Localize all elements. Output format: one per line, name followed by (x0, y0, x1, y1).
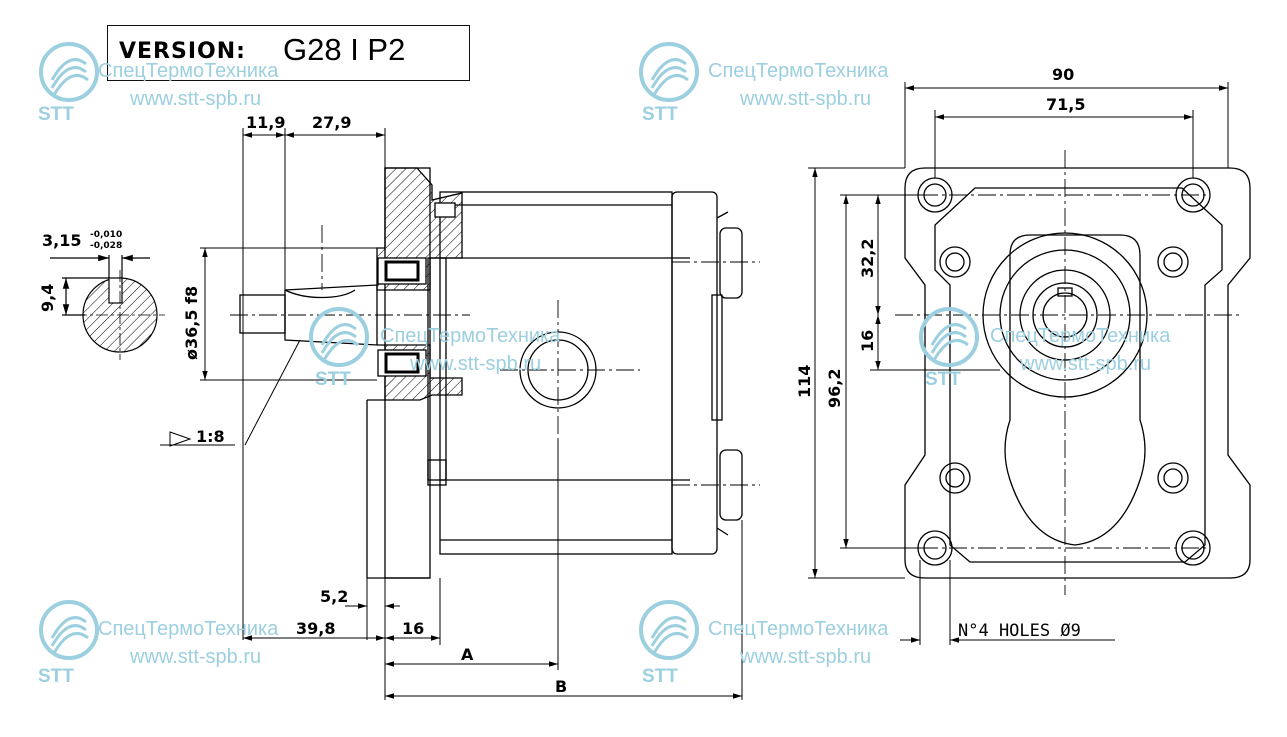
side-dimensions (160, 128, 743, 700)
watermark-url: www.stt-spb.ru (130, 88, 262, 110)
watermark-company: СпецТермоТехника (98, 618, 279, 640)
watermark-logo-icon (39, 600, 99, 660)
rear-cover (671, 191, 718, 555)
watermark-brand: STT (642, 104, 678, 125)
version-value: G28 I P2 (283, 32, 406, 67)
dim-height-overall: 114 (795, 365, 814, 398)
dim-offset-2: 16 (402, 619, 424, 638)
watermark-company: СпецТермоТехника (708, 618, 889, 640)
dim-width-holes: 71,5 (1046, 95, 1085, 114)
holes-note: N°4 HOLES Ø9 (958, 621, 1081, 641)
watermark-url: www.stt-spb.ru (740, 646, 872, 668)
watermark-url: www.stt-spb.ru (410, 353, 542, 375)
watermark-logo-icon (919, 307, 979, 367)
dim-flange-thickness: 5,2 (320, 587, 348, 606)
watermark-brand: STT (38, 104, 74, 125)
version-box: VERSION: G28 I P2 (107, 25, 470, 81)
dim-port-offset: 32,2 (858, 239, 877, 278)
dim-width-overall: 90 (1052, 65, 1074, 84)
dim-height-holes: 96,2 (825, 369, 844, 408)
dim-pilot-diameter: ø36,5 f8 (182, 286, 201, 360)
shaft (239, 294, 286, 334)
watermark-url: www.stt-spb.ru (130, 646, 262, 668)
dim-key-tol-upper: -0,010 (90, 230, 122, 240)
watermark-company: СпецТермоТехника (708, 60, 889, 82)
watermark-company: СпецТермоТехника (98, 60, 279, 82)
key-section (50, 254, 165, 360)
front-dimensions (808, 82, 1229, 645)
dim-key-tol-lower: -0,028 (90, 241, 122, 251)
watermark-logo-icon (39, 42, 99, 102)
dim-shaft-len-1: 11,9 (246, 113, 285, 132)
watermark-company: СпецТермоТехника (380, 325, 561, 347)
front-view (895, 150, 1251, 595)
watermark-company: СпецТермоТехника (990, 325, 1171, 347)
watermark-logo-icon (309, 307, 369, 367)
watermark-logo-icon (639, 42, 699, 102)
dim-offset-1: 39,8 (296, 619, 335, 638)
dim-shaft-len-2: 27,9 (312, 113, 351, 132)
dim-key-depth: 9,4 (38, 284, 57, 312)
dim-taper: 1:8 (196, 427, 225, 446)
watermark-logo-icon (639, 600, 699, 660)
dim-a: A (461, 645, 474, 664)
side-view (230, 167, 760, 579)
dim-key-width: 3,15 (42, 231, 81, 250)
mounting-flange (904, 167, 1251, 579)
watermark-url: www.stt-spb.ru (740, 88, 872, 110)
dim-port-spacing: 16 (858, 330, 877, 352)
dim-b: B (555, 677, 567, 696)
version-label: VERSION: (119, 39, 246, 64)
watermark-url: www.stt-spb.ru (1020, 353, 1152, 375)
watermark-brand: STT (642, 666, 678, 687)
watermark-brand: STT (925, 369, 961, 390)
watermark-brand: STT (315, 369, 351, 390)
watermark-brand: STT (38, 666, 74, 687)
